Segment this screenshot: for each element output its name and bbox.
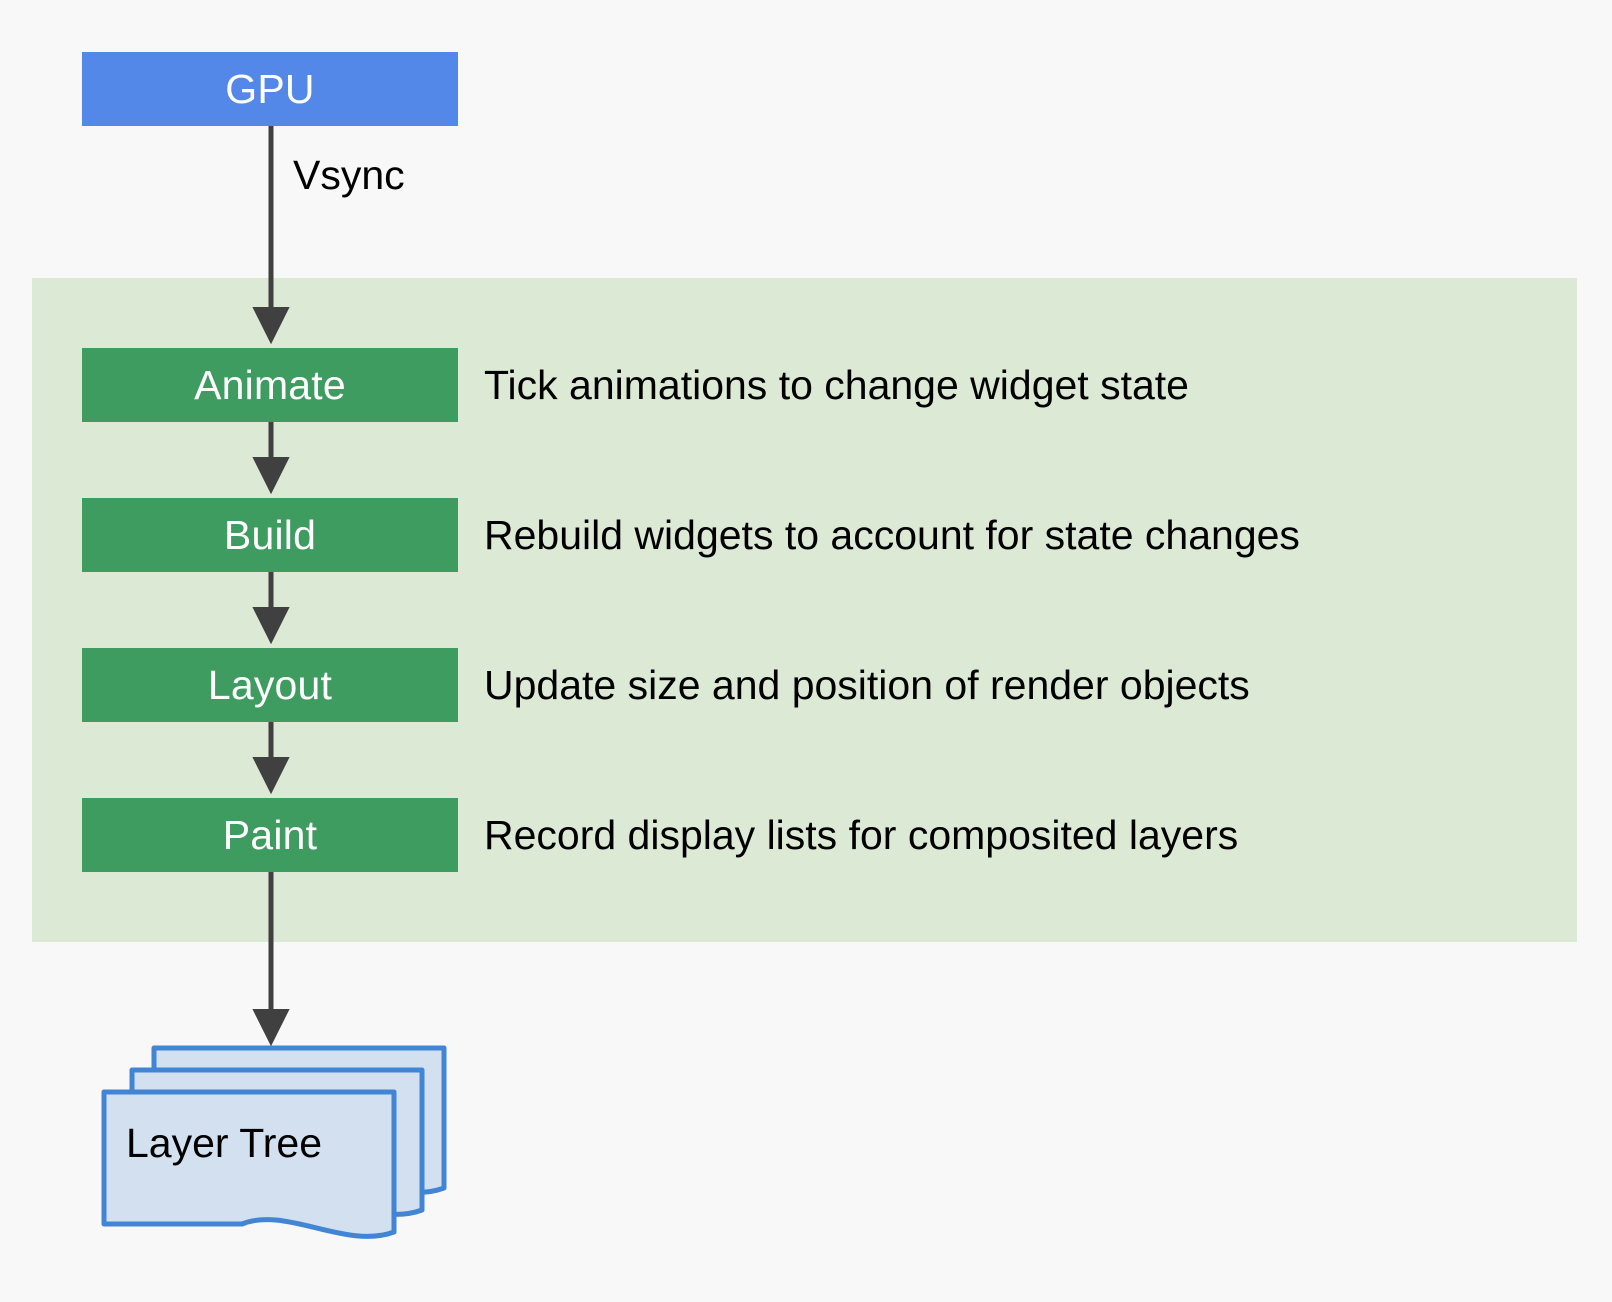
node-paint-label: Paint: [222, 811, 318, 858]
node-layout[interactable]: Layout: [82, 648, 458, 722]
node-gpu[interactable]: GPU: [82, 52, 458, 126]
node-build[interactable]: Build: [82, 498, 458, 572]
edge-label-vsync: Vsync: [293, 152, 405, 198]
description-animate: Tick animations to change widget state: [484, 361, 1189, 408]
node-gpu-label: GPU: [225, 65, 315, 112]
node-layer-tree[interactable]: [96, 1008, 456, 1258]
node-animate-label: Animate: [194, 361, 346, 408]
description-build: Rebuild widgets to account for state cha…: [484, 511, 1300, 558]
node-animate[interactable]: Animate: [82, 348, 458, 422]
node-layer-tree-label: Layer Tree: [126, 1120, 322, 1166]
description-layout: Update size and position of render objec…: [484, 661, 1250, 708]
layer-card-front: [101, 1089, 397, 1239]
node-layout-label: Layout: [207, 661, 333, 708]
description-paint: Record display lists for composited laye…: [484, 811, 1239, 858]
node-build-label: Build: [223, 511, 317, 558]
node-paint[interactable]: Paint: [82, 798, 458, 872]
